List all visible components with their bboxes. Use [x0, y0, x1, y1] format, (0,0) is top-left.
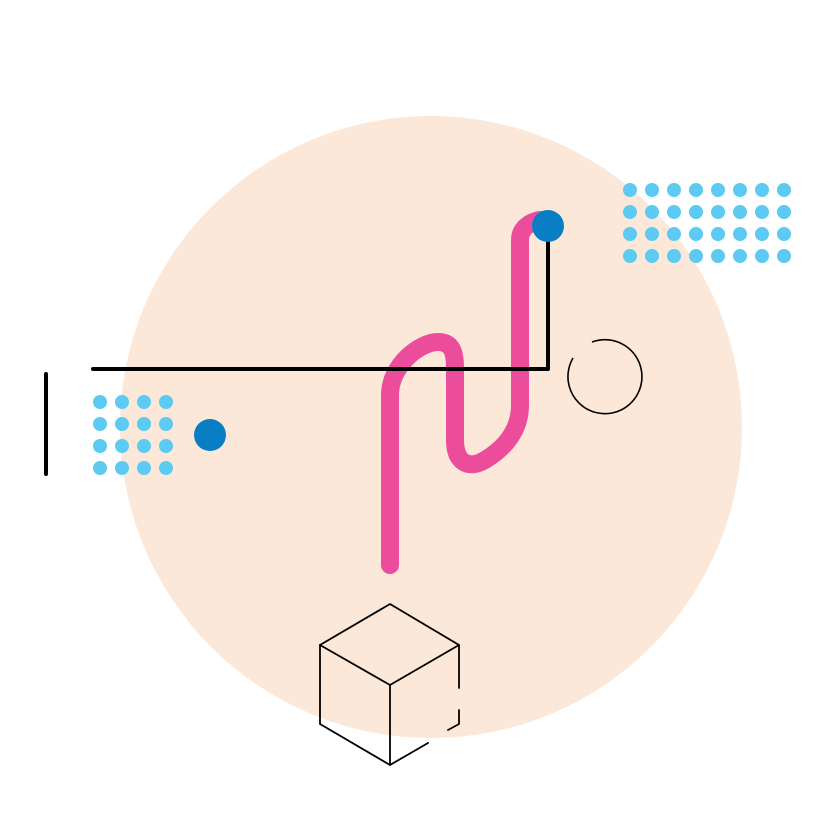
- large-peach-circle: [120, 116, 742, 738]
- dot-grid-right-dot: [733, 205, 747, 219]
- dot-grid-right-dot: [667, 205, 681, 219]
- dot-grid-right-dot: [623, 205, 637, 219]
- dot-grid-right-dot: [777, 249, 791, 263]
- dot-grid-right-dot: [777, 205, 791, 219]
- pink-squiggle: [381, 211, 549, 574]
- dot-grid-right-dot: [623, 249, 637, 263]
- dot-grid-right-dot: [645, 227, 659, 241]
- cube-right-edge-lower: [447, 709, 460, 731]
- dot-grid-left-dot: [115, 439, 129, 453]
- dot-grid-right-dot: [733, 249, 747, 263]
- dot-grid-left-dot: [115, 461, 129, 475]
- dot-grid-right-dot: [645, 205, 659, 219]
- dot-grid-right-dot: [623, 183, 637, 197]
- black-angle-line: [91, 224, 550, 371]
- dot-grid-left-dot: [159, 395, 173, 409]
- dot-grid-left-dot: [93, 417, 107, 431]
- dot-grid-left-dot: [159, 439, 173, 453]
- dot-grid-right-dot: [667, 183, 681, 197]
- dot-grid-right-dot: [755, 227, 769, 241]
- dot-grid-right-dot: [689, 249, 703, 263]
- dot-grid-right-dot: [623, 227, 637, 241]
- dot-grid-left-dot: [115, 395, 129, 409]
- dot-grid-right-dot: [711, 205, 725, 219]
- dot-grid-left-dot: [137, 395, 151, 409]
- dot-grid-left: [93, 395, 173, 475]
- dark-blue-dot-left: [194, 419, 226, 451]
- dot-grid-left-dot: [137, 439, 151, 453]
- dot-grid-right-dot: [777, 227, 791, 241]
- dot-grid-left-dot: [93, 395, 107, 409]
- dot-grid-right-dot: [667, 249, 681, 263]
- open-circle-outline: [567, 338, 643, 415]
- dot-grid-right-dot: [689, 183, 703, 197]
- dot-grid-right: [623, 183, 791, 263]
- dot-grid-left-dot: [159, 461, 173, 475]
- dot-grid-left-dot: [93, 461, 107, 475]
- dot-grid-right-dot: [733, 183, 747, 197]
- dot-grid-right-dot: [667, 227, 681, 241]
- cube-left-face: [319, 644, 391, 766]
- dot-grid-right-dot: [711, 249, 725, 263]
- dark-blue-dot-top: [532, 210, 564, 242]
- dot-grid-right-dot: [689, 227, 703, 241]
- dot-grid-left-dot: [137, 417, 151, 431]
- dot-grid-left-dot: [93, 439, 107, 453]
- dot-grid-right-dot: [689, 205, 703, 219]
- dot-grid-left-dot: [115, 417, 129, 431]
- dot-grid-right-dot: [733, 227, 747, 241]
- dot-grid-left-dot: [137, 461, 151, 475]
- dot-grid-right-dot: [711, 227, 725, 241]
- wireframe-cube: [319, 603, 460, 766]
- dot-grid-right-dot: [755, 249, 769, 263]
- dot-grid-right-dot: [645, 249, 659, 263]
- dot-grid-right-dot: [777, 183, 791, 197]
- dot-grid-right-dot: [645, 183, 659, 197]
- dot-grid-right-dot: [755, 205, 769, 219]
- dot-grid-left-dot: [159, 417, 173, 431]
- dot-grid-right-dot: [755, 183, 769, 197]
- dot-grid-right-dot: [711, 183, 725, 197]
- cube-bottom-right-edge: [389, 742, 429, 766]
